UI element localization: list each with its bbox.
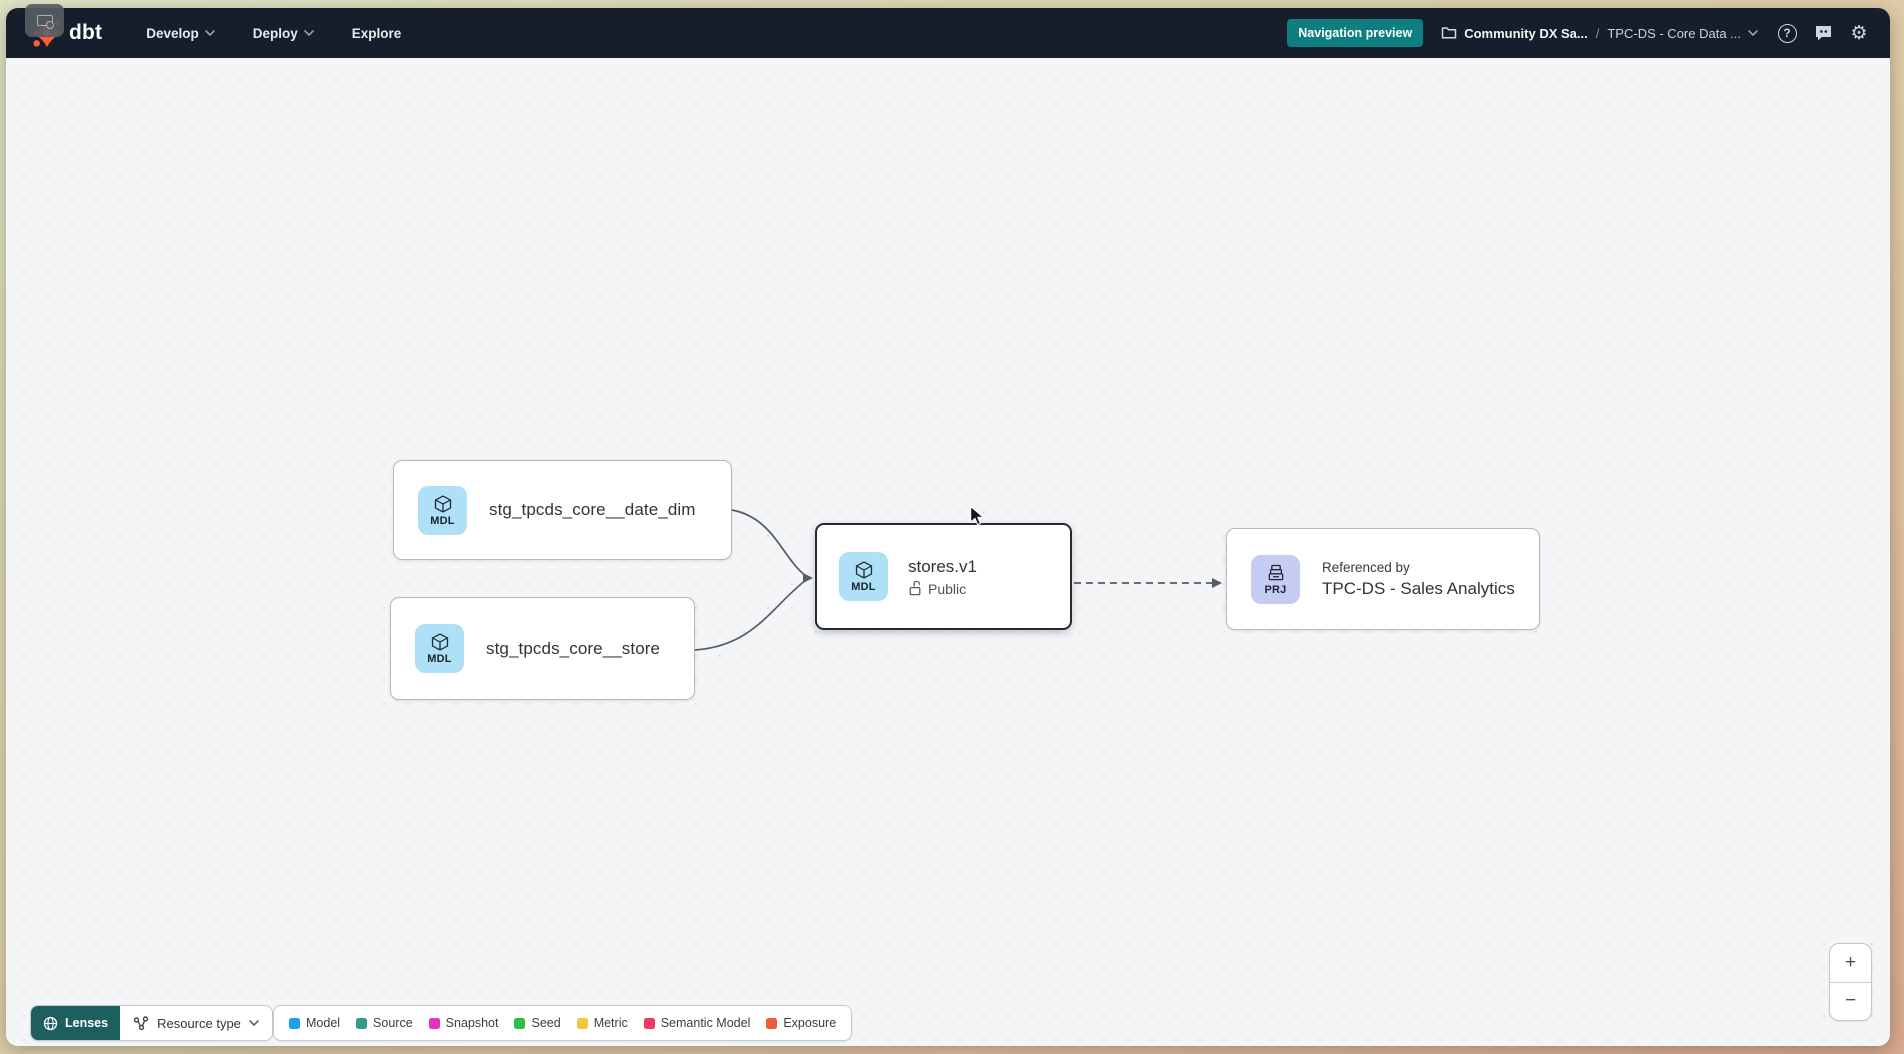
legend-item-seed: Seed [514,1016,560,1030]
help-glyph: ? [1778,24,1797,43]
node-access-label: Public [928,581,966,597]
node-text: stores.v1 Public [908,557,977,597]
edge-arrowhead [1212,578,1222,588]
gear-icon[interactable]: ⚙ [1848,22,1870,44]
zoom-in-button[interactable]: + [1830,944,1871,982]
cube-icon [430,632,450,652]
stacked-drawers-icon [1266,563,1286,583]
chevron-down-icon [249,1020,259,1026]
lenses-label: Lenses [65,1016,108,1030]
chevron-down-icon [304,30,314,36]
node-label: TPC-DS - Sales Analytics [1322,579,1515,599]
project-badge: PRJ [1251,555,1300,604]
badge-label: PRJ [1265,584,1287,596]
resource-type-legend: Model Source Snapshot Seed Metric Semant… [273,1005,852,1041]
nav-item-label: Deploy [253,26,298,41]
legend-swatch [429,1018,440,1029]
breadcrumb-project-label: TPC-DS - Core Data ... [1607,26,1741,41]
breadcrumb-account-label: Community DX Sa... [1464,26,1588,41]
legend-item-snapshot: Snapshot [429,1016,499,1030]
breadcrumb: Community DX Sa... / TPC-DS - Core Data … [1441,26,1758,41]
nav-menu: Develop Deploy Explore [146,26,401,41]
view-controls: Lenses Resource type [30,1005,273,1041]
node-text: Referenced by TPC-DS - Sales Analytics [1322,560,1515,599]
legend-item-model: Model [289,1016,340,1030]
chevron-down-icon [205,30,215,36]
legend-item-source: Source [356,1016,413,1030]
legend-label: Source [373,1016,413,1030]
app-window: dbt Develop Deploy Explore Navigation pr… [6,8,1890,1046]
nav-item-deploy[interactable]: Deploy [253,26,314,41]
node-label: stg_tpcds_core__date_dim [489,500,696,520]
node-access-row: Public [908,581,977,597]
node-subtitle: Referenced by [1322,560,1515,575]
legend-label: Model [306,1016,340,1030]
screen-share-indicator [25,4,64,37]
edge-arrowhead [803,573,813,583]
model-badge: MDL [839,552,888,601]
edge-store-to-stores [695,580,806,650]
navigation-preview-badge[interactable]: Navigation preview [1287,19,1423,47]
zoom-controls: + − [1829,943,1872,1021]
legend-label: Metric [594,1016,628,1030]
badge-label: MDL [430,515,454,527]
legend-swatch [289,1018,300,1029]
legend-swatch [766,1018,777,1029]
legend-swatch [356,1018,367,1029]
nav-item-label: Explore [352,26,402,41]
legend-item-metric: Metric [577,1016,628,1030]
badge-label: MDL [851,581,875,593]
navbar-right: Navigation preview Community DX Sa... / … [1287,19,1870,47]
folder-icon [1441,26,1457,40]
resource-type-label: Resource type [157,1016,241,1031]
node-label: stores.v1 [908,557,977,577]
legend-label: Semantic Model [661,1016,751,1030]
navbar-icons: ? ⚙ [1776,22,1870,44]
chevron-down-icon [1748,30,1758,36]
node-label: stg_tpcds_core__store [486,639,660,659]
node-stores-v1-selected[interactable]: MDL stores.v1 Public [815,523,1072,630]
legend-swatch [577,1018,588,1029]
window-icon [37,15,53,26]
top-navbar: dbt Develop Deploy Explore Navigation pr… [6,8,1890,58]
node-stg-tpcds-core-store[interactable]: MDL stg_tpcds_core__store [390,597,695,700]
legend-label: Seed [531,1016,560,1030]
node-stg-tpcds-core-date-dim[interactable]: MDL stg_tpcds_core__date_dim [393,460,732,560]
breadcrumb-separator: / [1596,26,1600,41]
breadcrumb-account[interactable]: Community DX Sa... [1441,26,1588,41]
edge-date-dim-to-stores [732,510,806,576]
legend-item-exposure: Exposure [766,1016,836,1030]
node-tpcds-sales-analytics[interactable]: PRJ Referenced by TPC-DS - Sales Analyti… [1226,528,1540,630]
zoom-out-button[interactable]: − [1830,983,1871,1021]
legend-swatch [514,1018,525,1029]
help-icon[interactable]: ? [1776,22,1798,44]
cube-icon [433,494,453,514]
resource-graph-icon [133,1016,149,1031]
model-badge: MDL [415,624,464,673]
legend-swatch [644,1018,655,1029]
feedback-icon[interactable] [1812,22,1834,44]
lenses-button[interactable]: Lenses [31,1006,120,1040]
legend-label: Exposure [783,1016,836,1030]
cube-icon [854,560,874,580]
nav-item-label: Develop [146,26,199,41]
model-badge: MDL [418,486,467,535]
badge-label: MDL [427,653,451,665]
speech-bubble-icon [1814,24,1833,42]
nav-item-develop[interactable]: Develop [146,26,215,41]
breadcrumb-project[interactable]: TPC-DS - Core Data ... [1607,26,1758,41]
unlock-icon [908,581,922,596]
legend-label: Snapshot [446,1016,499,1030]
logo-text: dbt [69,21,102,45]
nav-item-explore[interactable]: Explore [352,26,402,41]
resource-type-button[interactable]: Resource type [120,1006,272,1040]
legend-item-semantic-model: Semantic Model [644,1016,751,1030]
lens-icon [43,1016,58,1031]
